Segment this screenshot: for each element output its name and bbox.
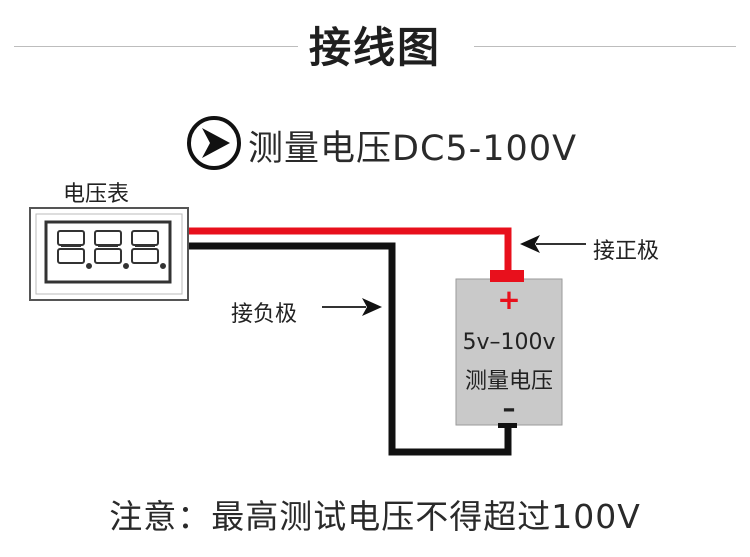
- red-wire: [185, 227, 512, 271]
- decimal-dot-2: [123, 263, 129, 269]
- digit-3: [131, 230, 159, 264]
- chevron-right-circle-icon: [187, 116, 241, 170]
- source-minus-sign: –: [502, 394, 516, 424]
- decimal-dot-3: [160, 263, 166, 269]
- arrow-positive-icon: [520, 235, 586, 253]
- warning-note: 注意：最高测试电压不得超过100V: [109, 497, 641, 536]
- measure-range-heading: 测量电压DC5-100V: [248, 129, 578, 169]
- arrow-negative-icon: [322, 298, 382, 316]
- source-range-text: 5v–100v: [462, 330, 556, 355]
- black-wire: [185, 242, 512, 456]
- title-rule-left: [14, 46, 298, 47]
- digit-2: [94, 230, 122, 264]
- positive-terminal: [490, 270, 524, 282]
- seven-segment-display: [57, 230, 166, 269]
- negative-connection-label: 接负极: [231, 302, 298, 327]
- negative-terminal: [498, 423, 517, 428]
- source-name-text: 测量电压: [464, 369, 553, 394]
- source-plus-sign: +: [497, 283, 521, 316]
- positive-connection-label: 接正极: [593, 239, 660, 264]
- digit-1: [57, 230, 85, 264]
- voltage-source: [455, 270, 563, 428]
- decimal-dot-1: [86, 263, 92, 269]
- voltmeter-label: 电压表: [63, 182, 130, 207]
- title-rule-right: [474, 46, 736, 47]
- voltmeter: [29, 207, 189, 301]
- page-title: 接线图: [308, 23, 441, 72]
